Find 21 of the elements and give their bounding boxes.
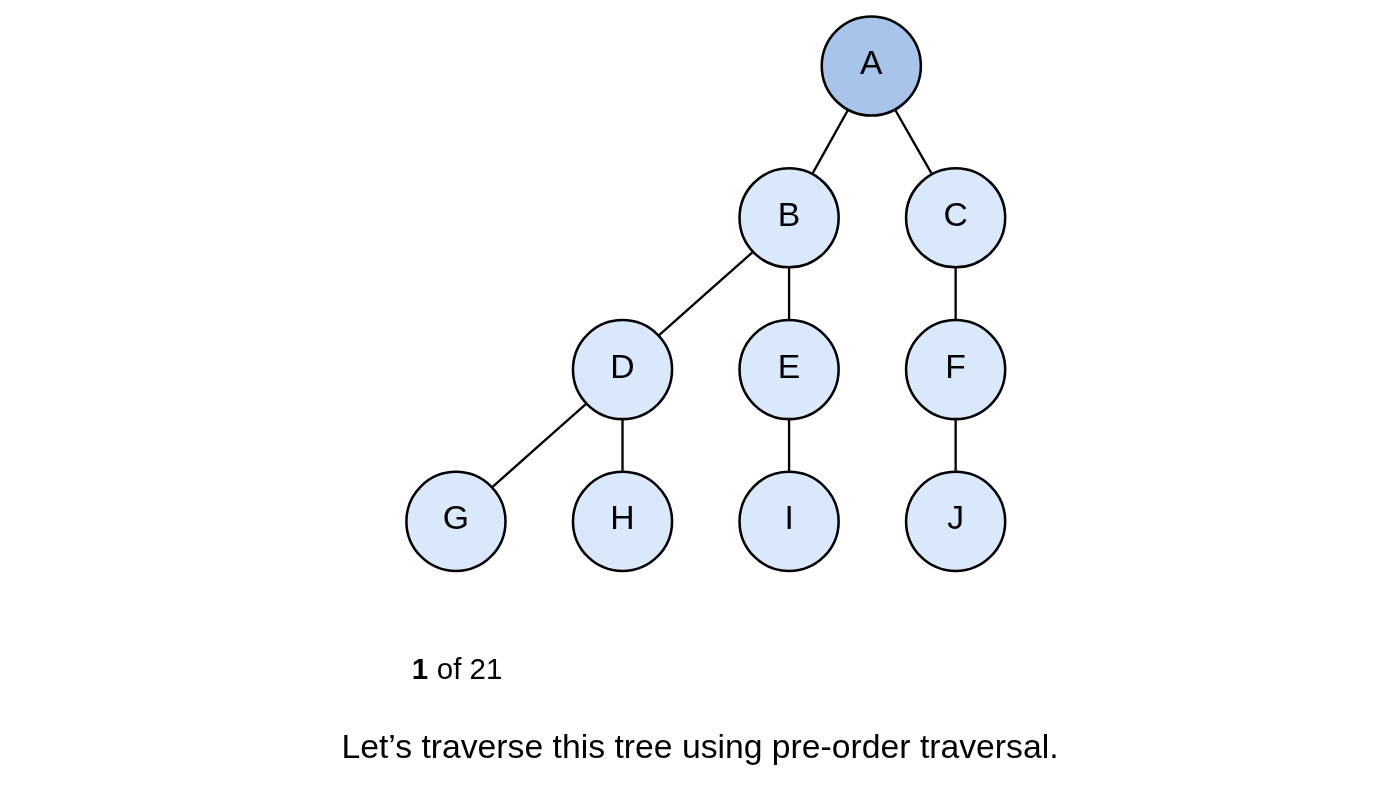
connector: [657, 251, 754, 337]
connector: [787, 419, 791, 471]
node-circle: F: [904, 318, 1007, 421]
connector: [621, 419, 624, 471]
node-circle: J: [904, 470, 1007, 573]
node-circle: D: [571, 318, 674, 421]
caption: Let’s traverse this tree using pre-order traversal.: [341, 727, 1059, 766]
connector: [894, 109, 933, 175]
node-circle: G: [405, 470, 507, 573]
connector: [811, 109, 849, 174]
connector: [491, 402, 588, 489]
node-circle: B: [738, 166, 840, 269]
label: 1 of 21: [411, 651, 503, 685]
connector: [787, 267, 791, 320]
node-circle: C: [904, 166, 1007, 269]
node-circle: I: [738, 470, 840, 573]
node-circle: A: [820, 15, 923, 117]
connector: [954, 267, 957, 320]
node-circle: E: [738, 318, 840, 421]
node-circle: H: [571, 470, 674, 573]
connector: [954, 419, 957, 471]
